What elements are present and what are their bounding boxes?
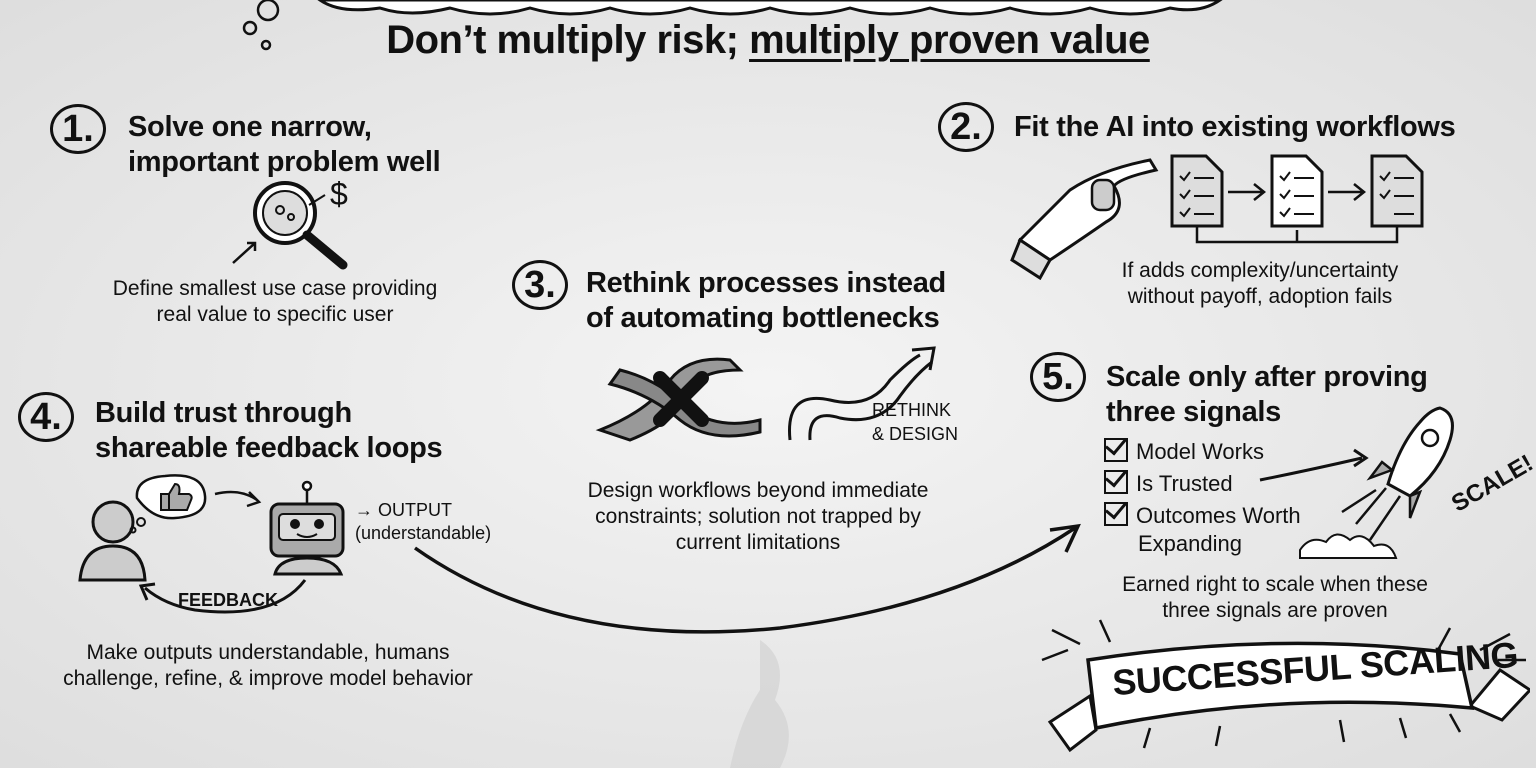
step4-heading-line2: shareable feedback loops [95, 431, 442, 466]
output-label: → OUTPUT [355, 500, 452, 521]
step4-heading: Build trust through shareable feedback l… [95, 396, 442, 466]
checkbox-icon [1104, 438, 1128, 462]
step1-heading-line1: Solve one narrow, [128, 110, 440, 145]
step4-desc-line1: Make outputs understandable, humans [18, 640, 518, 666]
title-part1: Don’t multiply risk; [386, 18, 749, 62]
step5-number: 5. [1030, 352, 1086, 402]
step4-description: Make outputs understandable, humans chal… [18, 640, 518, 692]
step3-heading: Rethink processes instead of automating … [586, 266, 946, 336]
check-label-2: Is Trusted [1136, 471, 1233, 496]
step3-number: 3. [512, 260, 568, 310]
step3-heading-line1: Rethink processes instead [586, 266, 946, 301]
thumbs-up-icon [131, 475, 206, 532]
step4-heading-line1: Build trust through [95, 396, 442, 431]
step1-description: Define smallest use case providing real … [60, 276, 490, 328]
step1-heading: Solve one narrow, important problem well [128, 110, 440, 180]
step3-desc-line1: Design workflows beyond immediate [548, 478, 968, 504]
step2-desc-line1: If adds complexity/uncertainty [1050, 258, 1470, 284]
output-sublabel: (understandable) [355, 523, 491, 544]
document-icon [1372, 156, 1422, 226]
step5-desc-line1: Earned right to scale when these [1085, 572, 1465, 598]
step2-desc-line2: without payoff, adoption fails [1050, 284, 1470, 310]
step4-desc-line2: challenge, refine, & improve model behav… [18, 666, 518, 692]
check-label-1: Model Works [1136, 439, 1264, 464]
step1-desc-line2: real value to specific user [60, 302, 490, 328]
step3-description: Design workflows beyond immediate constr… [548, 478, 968, 556]
step1-desc-line1: Define smallest use case providing [60, 276, 490, 302]
rethink-tag-line1: RETHINK [872, 398, 958, 422]
page-title: Don’t multiply risk; multiply proven val… [0, 18, 1536, 63]
feedback-label: FEEDBACK [178, 590, 278, 611]
rethink-tag-line2: & DESIGN [872, 422, 958, 446]
step2-description: If adds complexity/uncertainty without p… [1050, 258, 1470, 310]
step3-desc-line3: current limitations [548, 530, 968, 556]
checkbox-icon [1104, 502, 1128, 526]
person-icon [80, 502, 145, 580]
step1-number: 1. [50, 104, 106, 154]
step2-number: 2. [938, 102, 994, 152]
step3-desc-line2: constraints; solution not trapped by [548, 504, 968, 530]
checkbox-icon [1104, 470, 1128, 494]
document-icon [1272, 156, 1322, 226]
step3-heading-line2: of automating bottlenecks [586, 301, 946, 336]
title-part2: multiply proven value [749, 18, 1150, 62]
document-icon [1172, 156, 1222, 226]
step5-heading-line1: Scale only after proving [1106, 360, 1428, 395]
robot-icon [271, 482, 343, 574]
rethink-design-tag: RETHINK & DESIGN [872, 398, 958, 446]
step2-heading: Fit the AI into existing workflows [1014, 110, 1455, 145]
dollar-label: $ [330, 176, 348, 213]
step4-number: 4. [18, 392, 74, 442]
